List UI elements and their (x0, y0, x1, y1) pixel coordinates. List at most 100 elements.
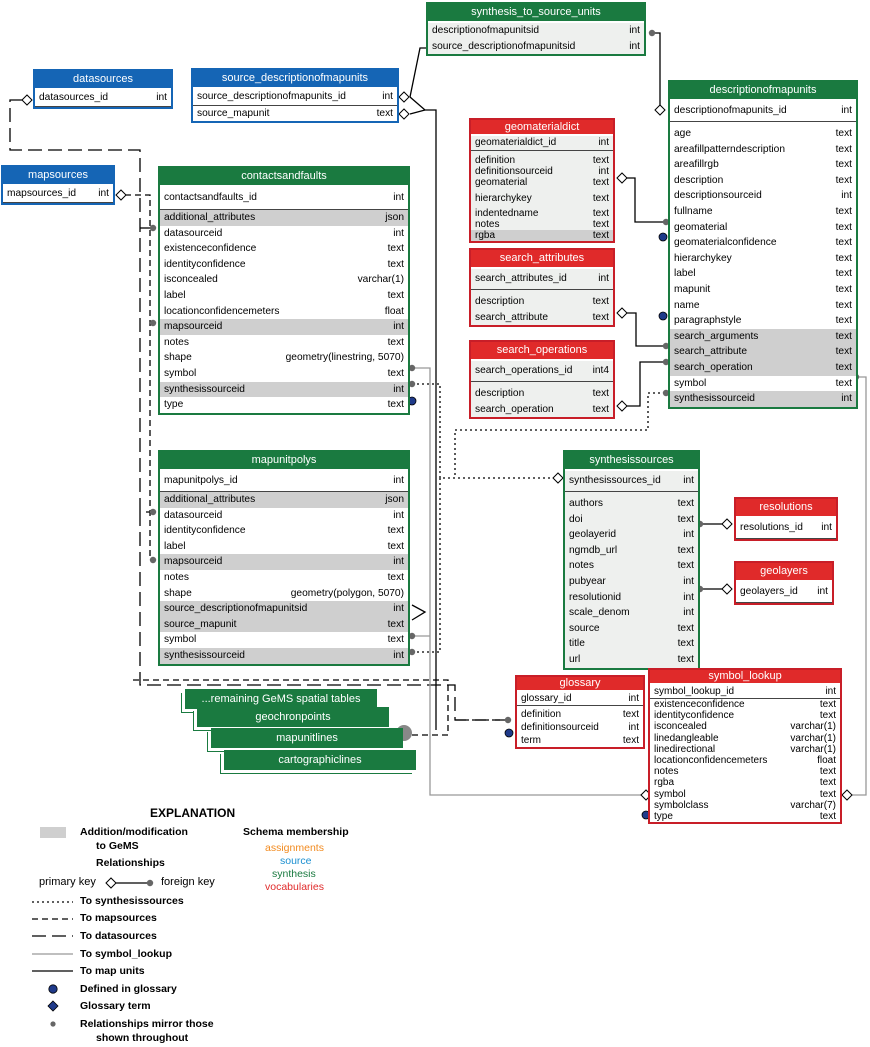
legend-title: EXPLANATION (150, 806, 236, 820)
table-title: descriptionofmapunits (670, 82, 856, 101)
legend-line-synthesissources: To synthesissources (80, 895, 184, 907)
link-s2s-2 (652, 32, 661, 108)
table-title: geolayers (736, 563, 832, 582)
schema-assignments: assignments (265, 842, 324, 854)
link-mapsources-c (133, 679, 449, 736)
legend-relationships-title: Relationships (96, 857, 165, 869)
table-title: mapsources (3, 167, 113, 186)
schema-vocabularies: vocabularies (265, 881, 324, 893)
glossary-term-icon (47, 1000, 59, 1012)
table-title: glossary (517, 677, 643, 692)
table-title: synthesissources (565, 452, 698, 471)
legend-key-symbol (105, 877, 154, 889)
table-title: resolutions (736, 499, 836, 518)
glossary-defined-icon (48, 984, 58, 994)
table-title: source_descriptionofmapunits (193, 70, 397, 89)
link-searchop (620, 361, 666, 407)
legend-glossary-icons (47, 984, 59, 1027)
legend-line-symbol-lookup: To symbol_lookup (80, 948, 172, 960)
table-title: datasources (35, 71, 171, 90)
link-symbol-3 (844, 376, 867, 796)
table-title: contactsandfaults (160, 168, 408, 187)
schema-synthesis: synthesis (272, 868, 316, 880)
legend-schema-title: Schema membership (243, 826, 349, 838)
stack-remaining-tables[interactable]: ...remaining GeMS spatial tables (185, 689, 377, 709)
table-synthesis-to-source-units[interactable]: synthesis_to_source_units descriptionofm… (426, 2, 646, 57)
stack-cartographiclines[interactable]: cartographiclines (224, 750, 416, 770)
table-title: symbol_lookup (650, 670, 840, 685)
table-source-descriptionofmapunits[interactable]: source_descriptionofmapunits source_desc… (191, 68, 399, 124)
legend-addition-label-1: Addition/modification (80, 826, 188, 838)
stack-geochronpoints[interactable]: geochronpoints (197, 707, 389, 727)
link-mapsources (125, 194, 151, 560)
legend-line-map-units: To map units (80, 965, 145, 977)
table-descriptionofmapunits[interactable]: descriptionofmapunits descriptionofmapun… (668, 80, 858, 409)
legend-defined-in-glossary: Defined in glossary (80, 983, 177, 995)
link-synthesissources (412, 383, 555, 479)
stack-mapunitlines[interactable]: mapunitlines (211, 728, 403, 748)
link-datasources (9, 99, 153, 513)
link-source-dmu (409, 96, 437, 730)
